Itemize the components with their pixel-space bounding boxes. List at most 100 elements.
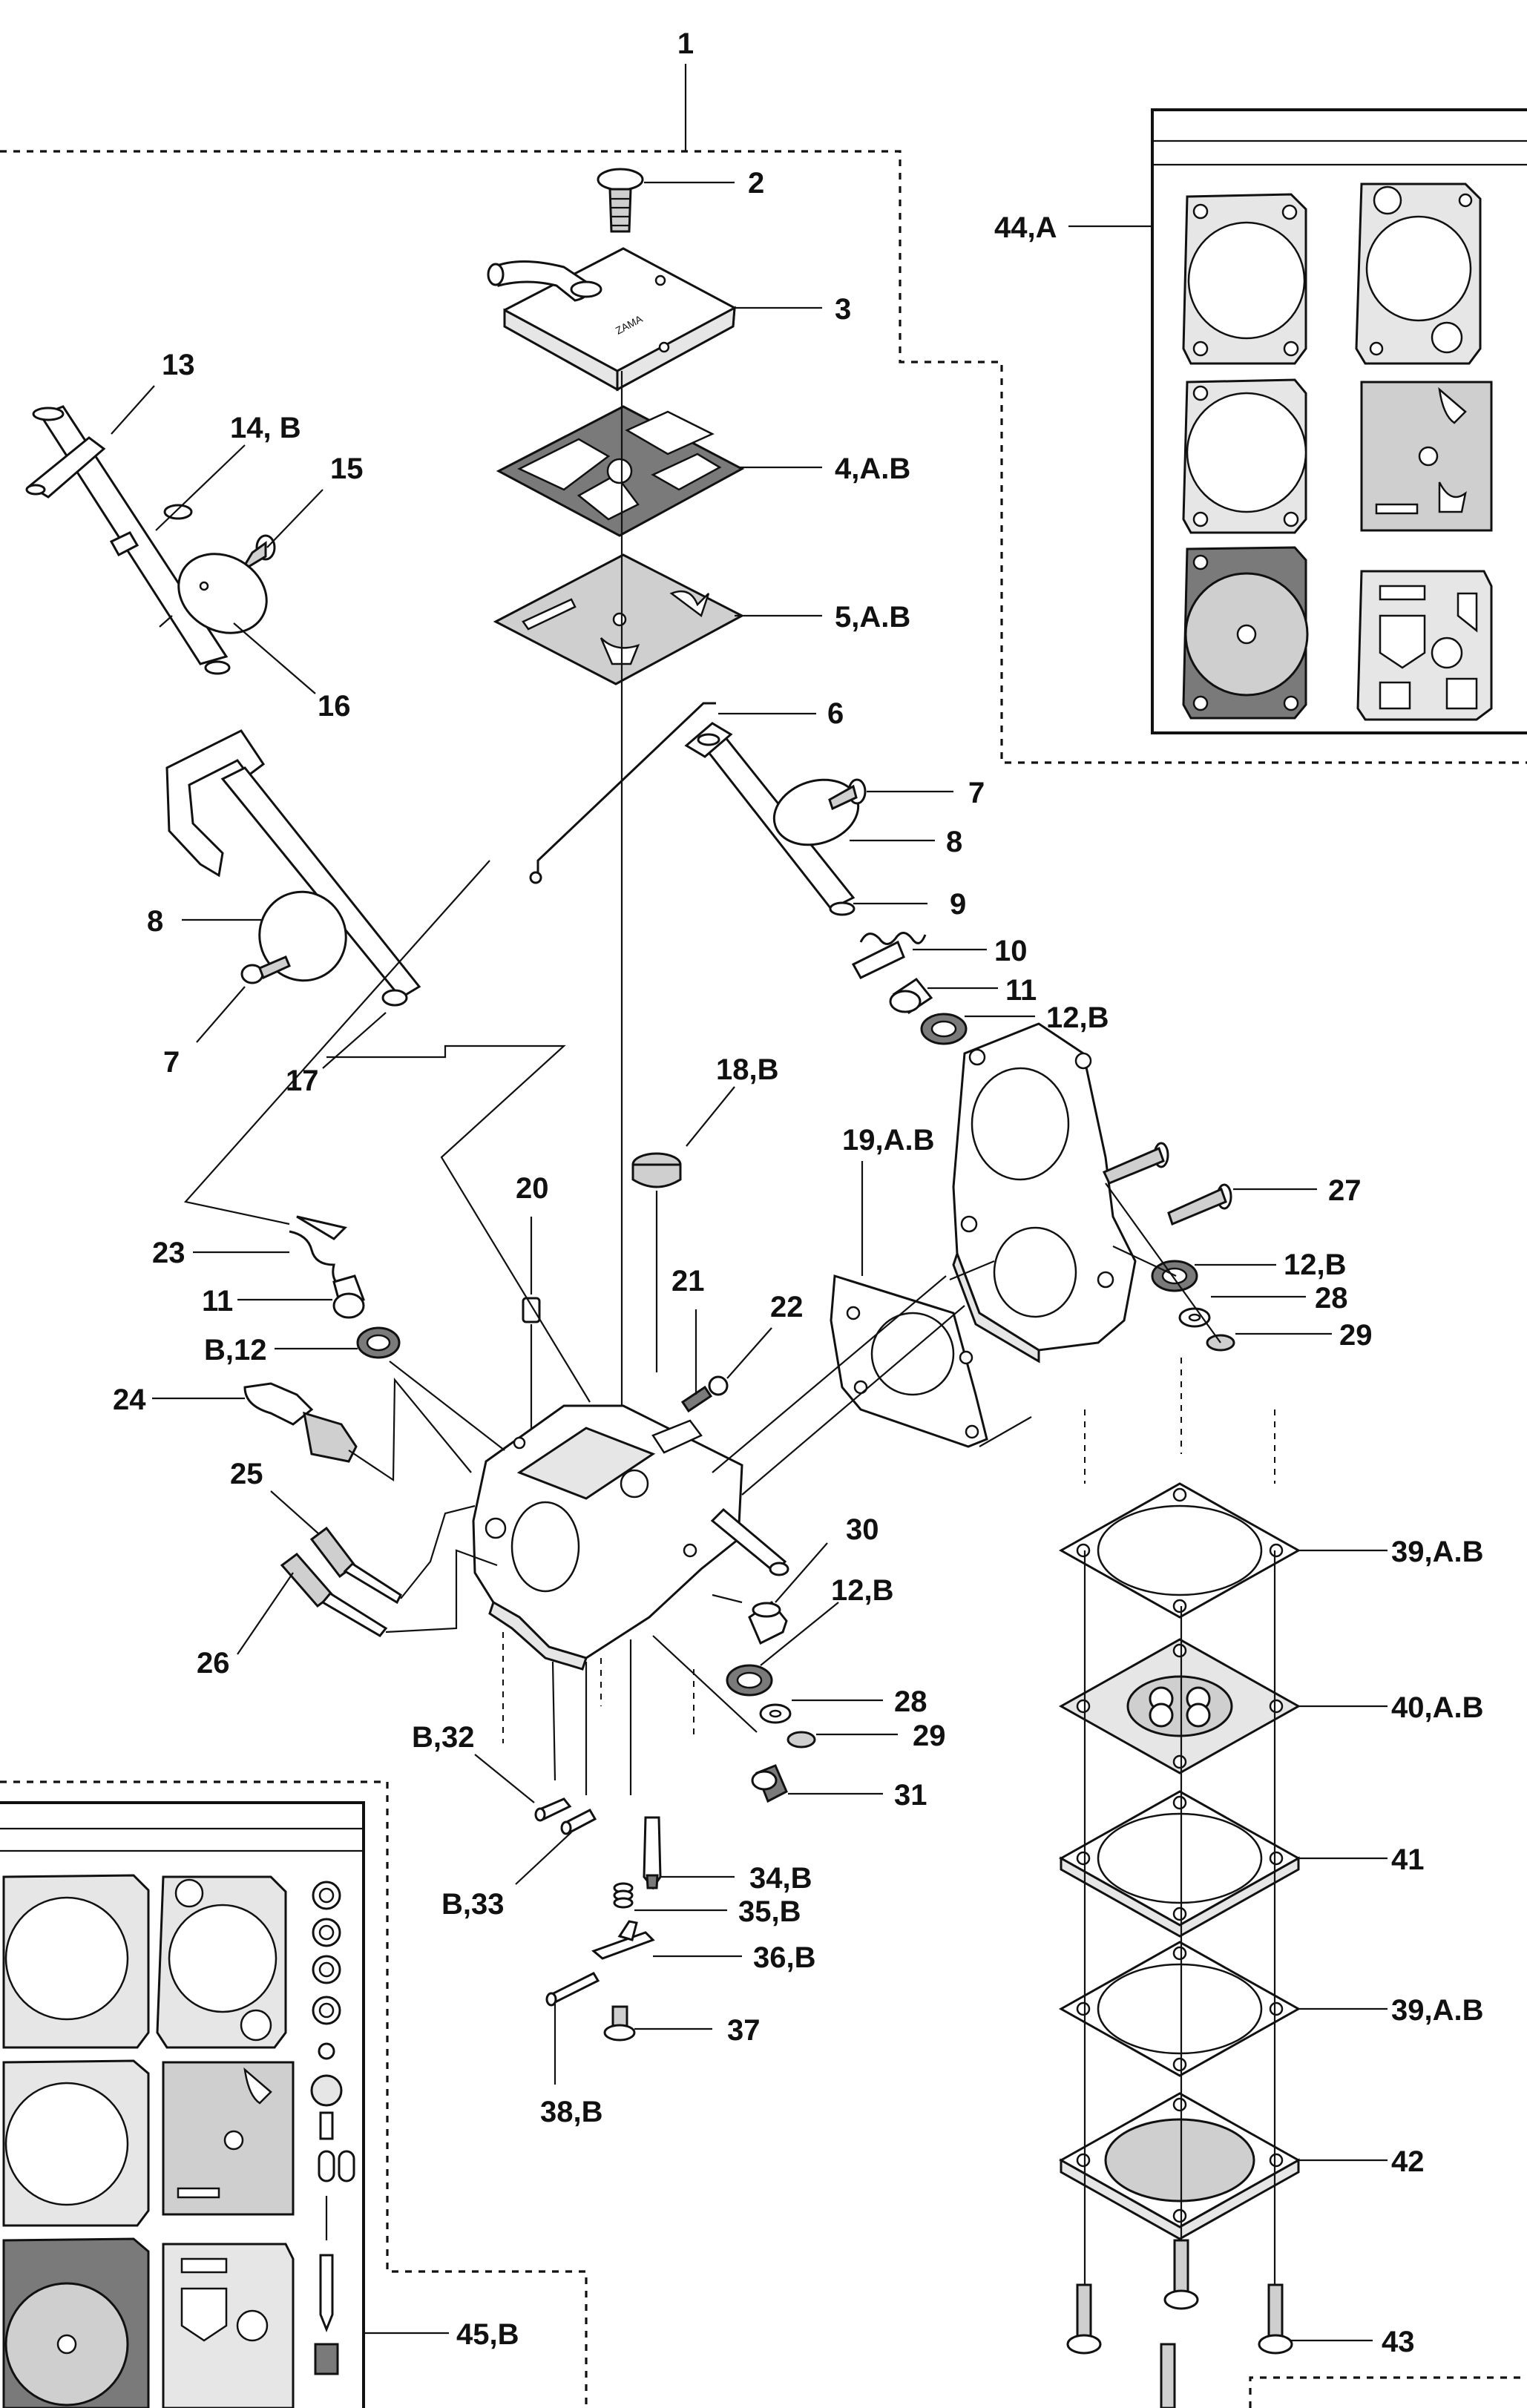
label-15: 15 [330, 453, 364, 485]
screw-37 [603, 2005, 712, 2042]
label-44: 44,A [994, 211, 1057, 244]
label-8-left: 8 [147, 905, 163, 938]
throttle-valve-16 [177, 553, 316, 694]
kit-boundary-lines [0, 64, 1527, 2408]
fitting-31 [751, 1764, 883, 1803]
label-B12-left: B,12 [204, 1334, 267, 1366]
label-23: 23 [152, 1237, 185, 1269]
spring-21 [680, 1309, 713, 1413]
label-20: 20 [516, 1172, 549, 1205]
choke-valve-8-right [772, 778, 935, 846]
metering-lever-36 [591, 1920, 742, 1960]
label-4: 4,A.B [835, 453, 910, 485]
screw-15 [240, 489, 324, 573]
screw-7-left [196, 955, 291, 1043]
washer-11-right [889, 977, 998, 1015]
label-24: 24 [113, 1384, 146, 1416]
label-12-right-top: 12,B [1046, 1001, 1109, 1034]
intake-flange [952, 1022, 1137, 1363]
label-11-right: 11 [1005, 974, 1037, 1007]
label-8-right: 8 [946, 826, 962, 858]
label-5: 5,A.B [835, 601, 910, 634]
seal-12-right-mid [1151, 1260, 1276, 1292]
throttle-shaft-13 [25, 385, 231, 675]
needle-valve-24 [152, 1382, 358, 1463]
choke-shaft-17 [165, 729, 421, 1069]
label-29-bottom: 29 [913, 1720, 946, 1752]
label-B33: B,33 [441, 1888, 505, 1921]
inlet-needle-34 [643, 1816, 735, 1890]
label-29-right: 29 [1339, 1319, 1373, 1352]
label-14: 14, B [230, 412, 301, 444]
diaphragm-5 [493, 553, 822, 685]
label-11-left: 11 [202, 1285, 233, 1318]
spring-10 [851, 932, 987, 979]
pin-B33 [515, 1809, 597, 1885]
label-25: 25 [230, 1458, 263, 1490]
label-22: 22 [770, 1291, 804, 1323]
washer-28-right [1178, 1295, 1306, 1328]
stack-alignment-lines [1083, 1358, 1276, 2315]
adjust-screw-26 [237, 1552, 388, 1655]
label-10: 10 [994, 935, 1028, 967]
screw-7-right [828, 778, 953, 811]
pin-20 [522, 1217, 541, 1439]
label-9: 9 [950, 888, 966, 921]
label-2: 2 [748, 167, 764, 200]
gasket-39-bottom [1058, 1941, 1388, 2077]
label-19: 19,A.B [842, 1124, 935, 1157]
screw-29-bottom [787, 1731, 898, 1749]
ball-22 [708, 1327, 772, 1396]
label-36: 36,B [753, 1941, 816, 1974]
pump-cover-3: ZAMA [487, 247, 822, 392]
label-31: 31 [894, 1779, 927, 1812]
label-16: 16 [318, 690, 351, 723]
label-12-right-mid: 12,B [1284, 1249, 1347, 1281]
kit-45-panel [0, 1801, 365, 2408]
label-28-bottom: 28 [894, 1685, 927, 1718]
screw-29-right [1206, 1332, 1332, 1352]
carburetor-body [472, 1404, 789, 1671]
label-1: 1 [677, 27, 694, 60]
label-38: 38,B [540, 2096, 603, 2128]
diaphragm-cover-41 [1058, 1790, 1388, 1938]
adjust-screw-25 [270, 1490, 402, 1605]
clip-14 [155, 444, 246, 531]
label-6: 6 [827, 697, 844, 730]
label-39-top: 39,A.B [1391, 1536, 1484, 1568]
label-12-bottom: 12,B [831, 1574, 894, 1607]
label-41: 41 [1391, 1843, 1425, 1876]
label-40: 40,A.B [1391, 1691, 1484, 1724]
label-39-bottom: 39,A.B [1391, 1994, 1484, 2027]
label-13: 13 [162, 349, 195, 381]
pin-38 [545, 1972, 600, 2085]
seal-B12-left [275, 1326, 401, 1359]
plug-30 [748, 1542, 828, 1645]
filter-screen-18 [631, 1086, 735, 1372]
gasket-39-top [1058, 1482, 1388, 1619]
pin-B32 [474, 1754, 572, 1822]
label-30: 30 [846, 1513, 879, 1546]
cover-42 [1058, 2092, 1388, 2240]
screw-27 [1102, 1142, 1317, 1226]
kit-44-panel [1151, 108, 1527, 734]
label-B32: B,32 [412, 1721, 475, 1754]
washer-28-bottom [759, 1699, 883, 1724]
callout-labels: 1 2 3 4,A.B 5,A.B 6 7 8 9 10 11 12,B 13 … [113, 27, 1484, 2358]
label-27: 27 [1328, 1174, 1362, 1207]
label-17: 17 [286, 1065, 319, 1097]
label-42: 42 [1391, 2145, 1425, 2178]
pump-diaphragm-40 [1058, 1638, 1388, 1774]
label-7-left: 7 [163, 1046, 180, 1079]
seal-12-bottom [726, 1602, 839, 1697]
label-3: 3 [835, 293, 851, 326]
label-45: 45,B [456, 2318, 519, 2351]
screw-2 [597, 168, 735, 233]
seal-12-right-top [920, 1013, 1035, 1045]
label-18: 18,B [716, 1053, 779, 1086]
label-37: 37 [727, 2014, 761, 2047]
gasket-4 [496, 405, 822, 537]
link-rod-6 [529, 702, 816, 884]
assembly-lines [183, 860, 1221, 1795]
